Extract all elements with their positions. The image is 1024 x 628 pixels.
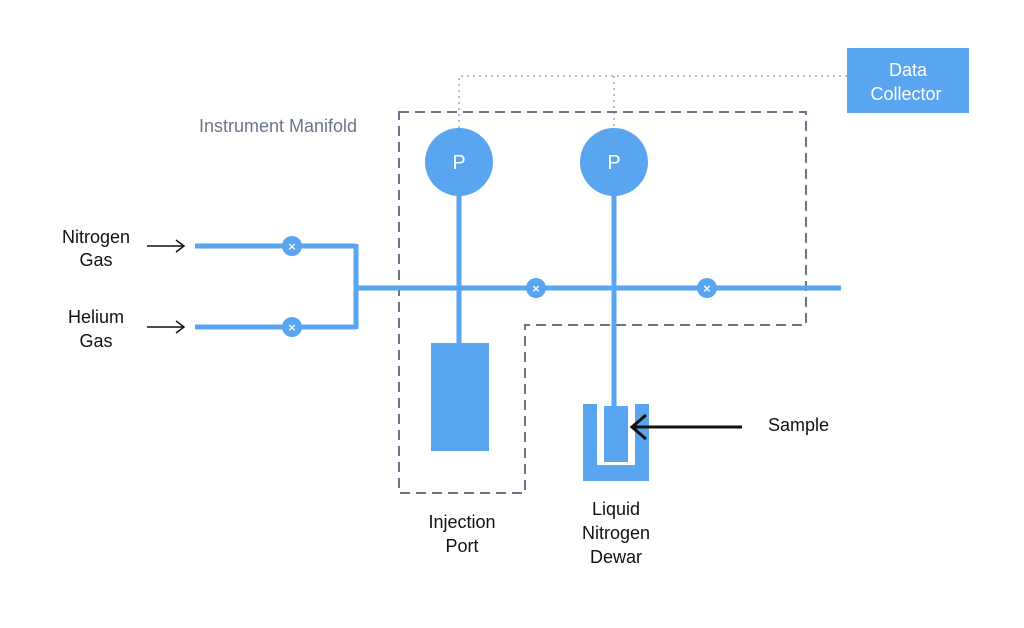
pressure-gauge-1: P (425, 128, 493, 196)
dewar-label-line2: Nitrogen (582, 523, 650, 543)
dewar-label-line3: Dewar (590, 547, 642, 567)
nitrogen-label-line1: Nitrogen (62, 227, 130, 247)
arrow-right-icon (147, 320, 186, 334)
sample-tube (604, 406, 628, 462)
injection-port (431, 343, 489, 451)
valve-icon (697, 278, 717, 298)
valve-manifold-2[interactable]: × (697, 278, 717, 298)
data-collector-label-line1: Data (889, 60, 928, 80)
arrow-right-icon (147, 239, 186, 253)
gauge-label: P (607, 152, 620, 174)
instrument-manifold-boundary (398, 111, 807, 494)
instrument-manifold-label: Instrument Manifold (199, 116, 357, 136)
arrow-left-icon (629, 413, 742, 441)
nitrogen-label-line2: Gas (79, 250, 112, 270)
valve-nitrogen[interactable]: × (282, 236, 302, 256)
liquid-nitrogen-dewar (583, 404, 649, 481)
valve-icon (282, 317, 302, 337)
valve-helium[interactable]: × (282, 317, 302, 337)
valve-manifold-1[interactable]: × (526, 278, 546, 298)
svg-text:×: × (287, 240, 296, 253)
gauge-label: P (452, 152, 465, 174)
data-collector: Data Collector (847, 48, 969, 113)
sample-label: Sample (768, 415, 829, 435)
svg-text:×: × (287, 321, 296, 334)
svg-text:×: × (531, 282, 540, 295)
valve-icon (526, 278, 546, 298)
svg-text:×: × (702, 282, 711, 295)
injection-port-label-line2: Port (445, 536, 478, 556)
injection-port-label-line1: Injection (428, 512, 495, 532)
helium-label-line2: Gas (79, 331, 112, 351)
signal-line (458, 75, 848, 128)
dewar-label-line1: Liquid (592, 499, 640, 519)
valve-icon (282, 236, 302, 256)
helium-label-line1: Helium (68, 307, 124, 327)
pressure-gauge-2: P (580, 128, 648, 196)
data-collector-label-line2: Collector (870, 84, 941, 104)
